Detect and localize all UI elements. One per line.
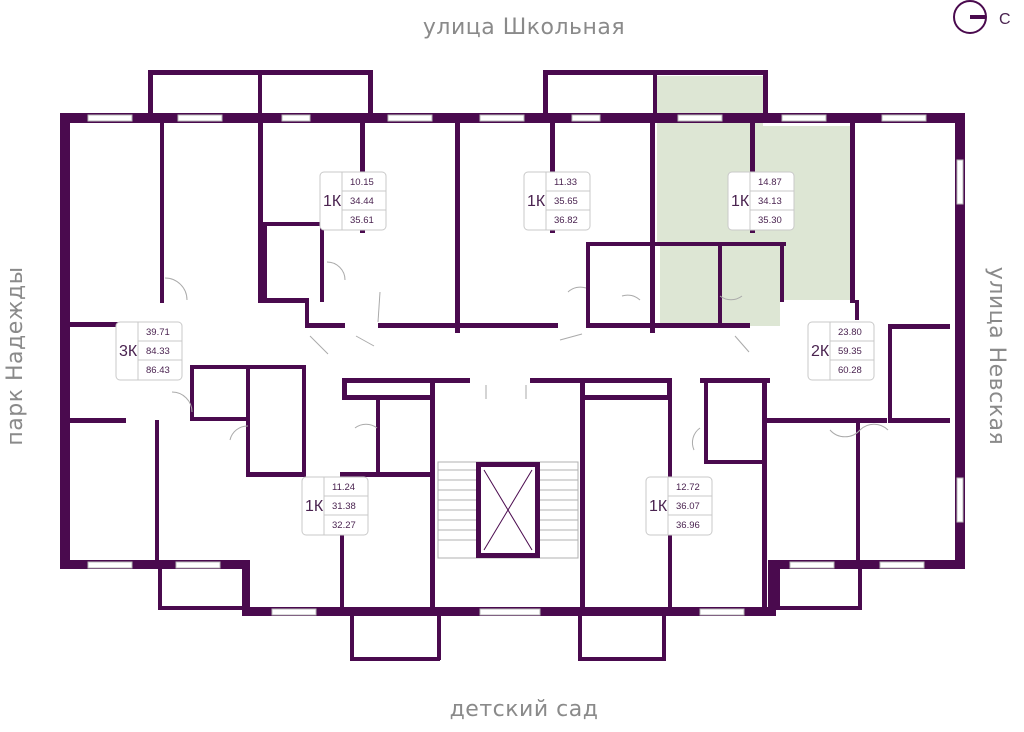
apartment-badge-7[interactable]: 1К 12.72 36.07 36.96 [645,476,713,536]
living-area: 39.71 [146,327,170,338]
apartment-badge-1[interactable]: 1К 10.15 34.44 35.61 [319,171,387,231]
apartment-rooms: 1К [731,193,750,210]
apartment-rooms: 1К [649,498,668,515]
street-label-top: улица Школьная [423,15,625,40]
total-area: 36.07 [676,501,700,512]
apartment-badge-6[interactable]: 1К 11.24 31.38 32.27 [301,476,369,536]
full-area: 35.30 [758,215,782,226]
living-area: 11.24 [332,482,355,493]
full-area: 36.82 [554,215,578,226]
full-area: 32.27 [332,520,356,531]
total-area: 35.65 [554,196,578,207]
street-label-bottom: детский сад [450,697,599,722]
total-area: 84.33 [146,346,170,357]
living-area: 11.33 [554,177,577,188]
apartment-rooms: 1К [527,193,546,210]
full-area: 35.61 [350,215,374,226]
full-area: 86.43 [146,365,170,376]
street-label-right: улица Невская [984,267,1009,445]
windows [87,114,964,616]
living-area: 14.87 [758,177,782,188]
elevator-shaft [476,462,540,558]
compass-north-label: С [999,11,1011,28]
apartment-rooms: 1К [323,193,342,210]
living-area: 10.15 [350,177,374,188]
apartment-badge-4[interactable]: 3К 39.71 84.33 86.43 [115,321,183,381]
living-area: 12.72 [676,482,700,493]
apartment-badge-3[interactable]: 1К 14.87 34.13 35.30 [727,171,795,231]
doors [164,261,889,451]
full-area: 60.28 [838,365,862,376]
balconies-bottom [158,566,862,661]
total-area: 34.13 [758,196,782,207]
apartment-badge-5[interactable]: 2К 23.80 59.35 60.28 [807,321,875,381]
street-label-left: парк Надежды [3,266,28,445]
balconies-top [148,70,768,116]
total-area: 31.38 [332,501,356,512]
apartment-badge-2[interactable]: 1К 11.33 35.65 36.82 [523,171,591,231]
full-area: 36.96 [676,520,700,531]
total-area: 59.35 [838,346,862,357]
apartment-rooms: 3К [119,343,138,360]
apartment-rooms: 2К [811,343,830,360]
apartment-rooms: 1К [305,498,324,515]
compass-icon: С [953,0,1011,34]
living-area: 23.80 [838,327,862,338]
total-area: 34.44 [350,196,374,207]
